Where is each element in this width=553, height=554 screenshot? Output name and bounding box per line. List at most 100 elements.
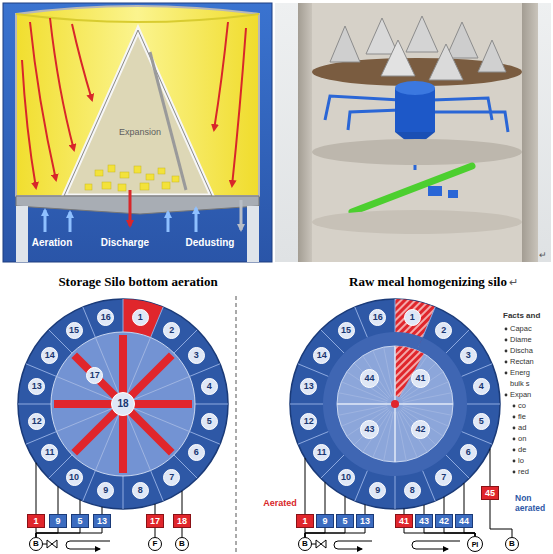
node-text: 8 <box>410 486 415 495</box>
node-text: 10 <box>341 473 351 482</box>
numbered-segment-circle: 12 <box>28 413 45 430</box>
node-text: 9 <box>55 517 60 526</box>
center-outlet <box>391 400 399 408</box>
node-text: 3 <box>466 351 471 360</box>
numbered-segment-circle: 1 <box>404 309 421 326</box>
cone <box>478 40 506 72</box>
node-text: 6 <box>466 448 471 457</box>
silo-ring <box>18 299 228 509</box>
node-text: 42 <box>439 517 449 526</box>
equipment-symbol: B <box>298 537 312 551</box>
bullet <box>513 460 516 463</box>
aerated-spoke <box>74 408 119 453</box>
relief-cones <box>330 16 506 80</box>
valve-group-box: 17 <box>146 514 164 528</box>
storage-silo-plan <box>18 299 228 509</box>
numbered-segment-circle: 12 <box>300 413 317 430</box>
inner-fine-divider <box>401 410 436 445</box>
valve-group-box: 5 <box>336 514 354 528</box>
silo-wall <box>298 3 312 262</box>
ring-band <box>323 332 467 476</box>
node-text: 4 <box>207 382 212 391</box>
numbered-segment-circle: 4 <box>473 378 490 395</box>
discharge-arrow <box>129 190 132 226</box>
sector-divider <box>18 404 51 405</box>
particle <box>158 168 165 174</box>
cone <box>429 44 463 80</box>
node-text: 7 <box>441 473 446 482</box>
sector-divider <box>151 307 164 337</box>
numbered-segment-circle: 4 <box>201 378 218 395</box>
aeration-plans <box>18 299 515 514</box>
node-text: 9 <box>375 486 380 495</box>
aeration-line <box>365 505 366 514</box>
sector-divider <box>423 307 436 337</box>
node-text: 1 <box>33 517 38 526</box>
aeration-line <box>155 504 156 514</box>
bullet <box>505 350 508 353</box>
sector-divider <box>190 432 220 445</box>
facts-heading: Facts and <box>503 311 540 320</box>
lower-floor <box>312 210 522 234</box>
numbered-segment-circle: 7 <box>163 469 180 486</box>
valve-group-box: 1 <box>296 514 314 528</box>
homogenizing-silo-plan <box>290 299 500 509</box>
equipment-symbol: B <box>505 537 519 551</box>
node-text: 7 <box>169 473 174 482</box>
sector-divider <box>83 471 96 501</box>
pipe <box>325 96 400 120</box>
aerated-spoke <box>127 408 172 453</box>
valve-group-box: 41 <box>395 514 413 528</box>
blower <box>448 190 458 198</box>
particle <box>172 176 179 182</box>
facts-item: Rectan <box>510 358 534 367</box>
node-text: 12 <box>304 417 314 426</box>
bullet <box>505 394 508 397</box>
facts-item: ad <box>518 424 526 433</box>
node-text: 4 <box>479 382 484 391</box>
discharge-pipe <box>352 166 472 212</box>
node-text: 18 <box>117 399 128 409</box>
bullet <box>505 361 508 364</box>
node-text: 17 <box>150 517 160 526</box>
sector-divider <box>26 364 56 377</box>
node-text: 5 <box>342 517 347 526</box>
numbered-segment-circle: 15 <box>66 322 83 339</box>
crop-separator <box>236 296 237 552</box>
cone <box>446 22 478 58</box>
aerated-floor <box>16 196 259 214</box>
return-mark: ↵ <box>509 276 518 289</box>
facts-item: Discha <box>510 347 533 356</box>
quadrant-divider <box>394 404 396 462</box>
facts-item: Capac <box>510 325 532 334</box>
flow-arrow <box>50 18 74 150</box>
node-text: 44 <box>365 374 375 383</box>
sector-divider <box>26 432 56 445</box>
sector-divider <box>123 299 124 332</box>
sector-divider <box>395 299 396 332</box>
silo-column <box>247 206 259 262</box>
legend-note: Aerated <box>263 498 297 508</box>
numbered-segment-circle: 9 <box>97 482 114 499</box>
particle <box>162 182 170 189</box>
aeration-arrow <box>69 212 72 232</box>
numbered-segment-circle: 9 <box>369 482 386 499</box>
silo-ring <box>290 299 500 509</box>
flow-arrow <box>30 22 56 180</box>
sector-divider <box>423 471 436 501</box>
facts-item: red <box>518 468 529 477</box>
node-text: 43 <box>365 425 375 434</box>
bullet <box>513 427 516 430</box>
node-text: 13 <box>97 517 107 526</box>
valve-group-box: 1 <box>27 514 45 528</box>
quadrant-divider <box>394 346 396 404</box>
aerated-spoke <box>119 335 127 398</box>
node-text: 13 <box>360 517 370 526</box>
aerated-spoke <box>74 355 119 400</box>
node-text: PI <box>472 541 479 548</box>
valve-group-box: 13 <box>356 514 374 528</box>
bullet <box>513 416 516 419</box>
node-text: 2 <box>169 326 174 335</box>
inner-fine-divider <box>384 347 394 396</box>
